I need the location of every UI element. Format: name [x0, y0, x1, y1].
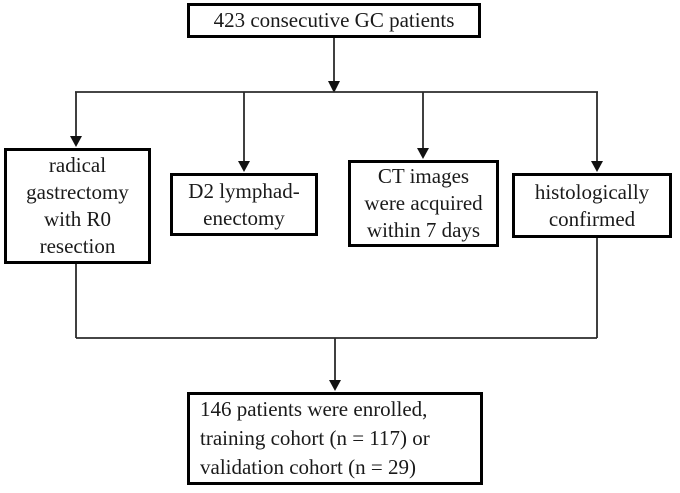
total-patients-box: 423 consecutive GC patients [187, 3, 481, 38]
enrolled-patients-box: 146 patients were enrolled, training coh… [187, 392, 483, 485]
arrow-to-result [329, 338, 341, 391]
arrow-to-criteria-1 [70, 92, 82, 147]
criteria-label-histologically-confirmed: histologically confirmed [534, 179, 650, 231]
total-patients-label: 423 consecutive GC patients [213, 8, 455, 32]
criteria-label-ct-images: CT images were acquired within 7 days [364, 164, 483, 242]
criteria-box-ct-images: CT images were acquired within 7 days [348, 160, 499, 247]
criteria-label-d2-lymphadenectomy: D2 lymphad- enectomy [188, 178, 300, 230]
arrow-to-criteria-2 [238, 92, 250, 172]
arrow-to-criteria-3 [417, 92, 429, 159]
criteria-label-radical-gastrectomy: radical gastrectomy with R0 resection [26, 153, 129, 258]
criteria-box-d2-lymphadenectomy: D2 lymphad- enectomy [170, 173, 318, 236]
arrow-to-criteria-4 [591, 92, 603, 172]
criteria-box-histologically-confirmed: histologically confirmed [512, 173, 672, 238]
enrolled-patients-label: 146 patients were enrolled, training coh… [200, 397, 430, 479]
arrow-top-to-branch [328, 38, 340, 93]
criteria-box-radical-gastrectomy: radical gastrectomy with R0 resection [4, 148, 151, 264]
